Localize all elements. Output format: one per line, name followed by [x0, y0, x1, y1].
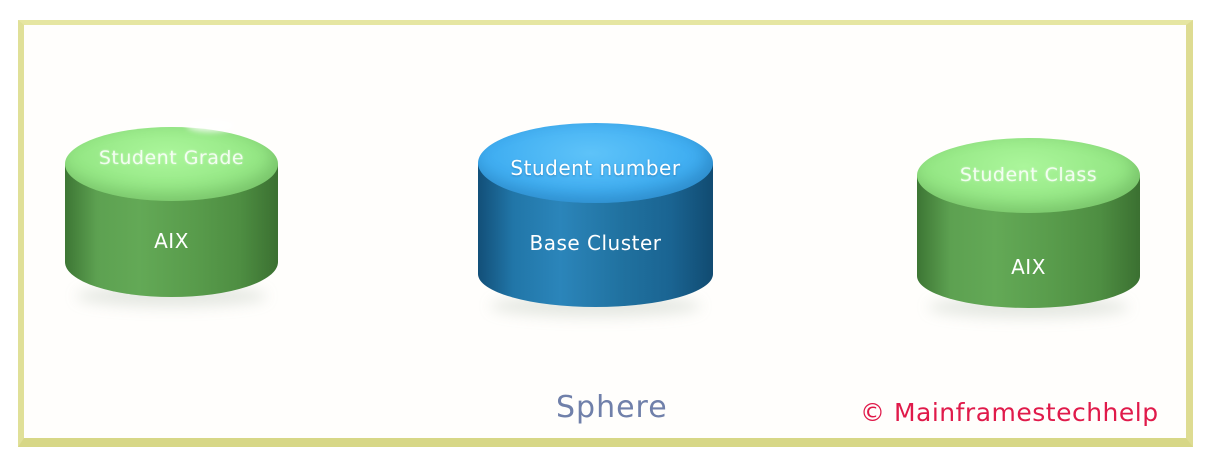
- cylinder-top-label: Student Class: [959, 164, 1098, 186]
- cylinder-body-label: AIX: [1011, 255, 1046, 279]
- cylinder-base-cluster: Student number Base Cluster: [478, 123, 713, 317]
- cylinder-glare-highlight: [187, 119, 235, 132]
- cylinder-top-label: Student number: [510, 156, 681, 180]
- cylinder-top-label: Student Grade: [98, 147, 245, 169]
- cylinder-alternate-index-left: Student Grade AIX: [65, 119, 278, 307]
- cylinder-body-label: Base Cluster: [529, 231, 662, 255]
- cylinder-top-face: [65, 127, 278, 201]
- watermark-credit: © Mainframestechhelp: [860, 398, 1159, 427]
- diagram-caption: Sphere: [556, 390, 668, 425]
- cylinder-alternate-index-right: Student Class AIX: [917, 138, 1140, 318]
- cylinder-body-label: AIX: [154, 229, 189, 253]
- cylinder-top-face: [478, 123, 713, 203]
- cylinder-top-face: [917, 138, 1140, 213]
